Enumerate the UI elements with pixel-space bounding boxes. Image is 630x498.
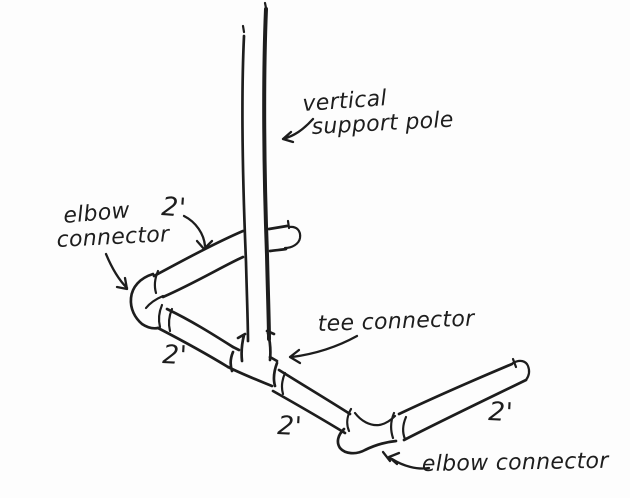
elbow-connector-bottom	[336, 407, 398, 455]
elbow-connector-top	[129, 269, 165, 330]
pole-label-arrow	[281, 117, 315, 144]
right-pipe-edges	[397, 362, 528, 442]
back-pipe-edges	[152, 224, 289, 299]
tee-connector	[226, 329, 279, 388]
bottom-elbow-outline	[336, 427, 398, 455]
back-pipe-end-cap	[283, 219, 302, 250]
pole-top-ticks	[241, 1, 268, 34]
right-pipe-end-cap	[511, 357, 531, 382]
annotation-arrows	[104, 117, 431, 470]
middle-pipe-collar	[280, 371, 287, 396]
tee-body	[226, 345, 279, 388]
pole-label-line1: vertical	[302, 86, 388, 117]
middle-front-pipe	[271, 368, 352, 435]
vertical-support-pole	[241, 1, 271, 343]
left-pipe-edges	[156, 307, 235, 369]
top-elbow-label-arrow	[104, 252, 129, 291]
tee-socket	[236, 329, 276, 363]
back-pipe-length-label: 2'	[161, 192, 188, 224]
bottom-elbow-label-arrow	[381, 450, 431, 470]
right-pipe	[397, 357, 531, 442]
pole-left-edge	[241, 34, 250, 343]
top-elbow-label-line1: elbow	[62, 198, 131, 229]
top-elbow-outline	[129, 272, 160, 330]
bottom-elbow-details	[346, 407, 397, 440]
back-pipe	[152, 219, 302, 299]
left-pipe-length-label: 2'	[162, 340, 188, 371]
bottom-elbow-label: elbow connector	[422, 449, 611, 477]
top-elbow-details	[144, 269, 165, 329]
right-pipe-collar	[402, 415, 408, 441]
top-elbow-label-line2: connector	[56, 222, 172, 253]
sketch-ink	[104, 1, 531, 470]
middle-pipe-edges	[271, 368, 352, 435]
right-pipe-length-label: 2'	[488, 397, 514, 428]
pole-right-edge	[262, 7, 271, 341]
middle-pipe-length-label: 2'	[277, 411, 303, 442]
left-pipe-collar	[167, 307, 174, 333]
tee-label-arrow	[288, 334, 359, 365]
back-pipe-length-arrow	[182, 214, 214, 251]
left-front-pipe	[156, 307, 235, 369]
tee-label: tee connector	[317, 306, 476, 337]
